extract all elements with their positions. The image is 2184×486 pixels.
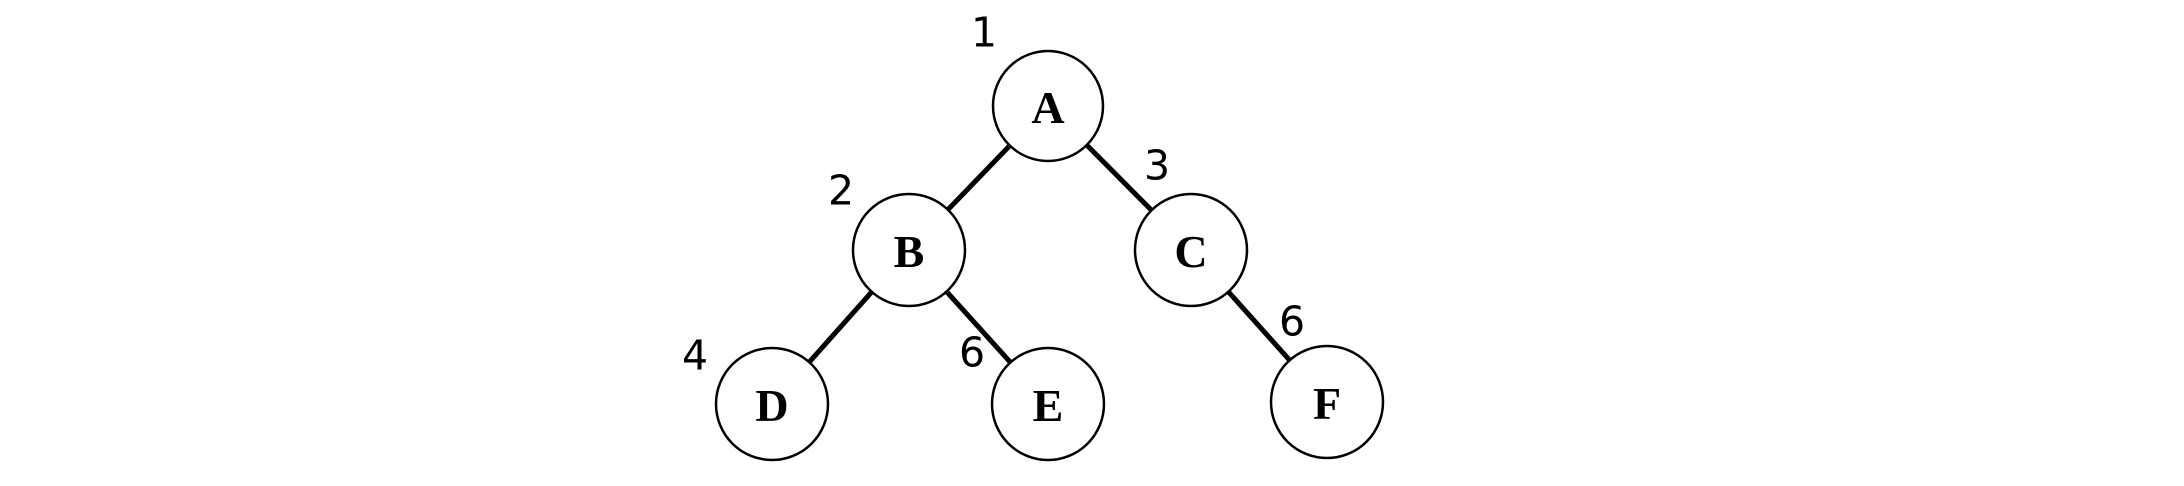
node-D-label: D (755, 380, 789, 431)
tree-nodes (714, 49, 1385, 462)
node-E-circle (990, 346, 1106, 462)
node-B-label: B (893, 226, 925, 277)
node-C-number: 3 (1143, 141, 1171, 190)
node-A-label: A (1031, 82, 1065, 133)
node-F-number: 6 (1278, 297, 1306, 346)
node-D-circle (714, 346, 830, 462)
node-C-label: C (1174, 226, 1208, 277)
node-F-circle (1269, 344, 1385, 460)
node-A-circle (991, 49, 1105, 163)
node-E-label: E (1032, 380, 1064, 431)
node-F-label: F (1312, 378, 1342, 429)
node-C-circle (1133, 192, 1249, 308)
node-A-number: 1 (970, 8, 998, 57)
node-B-circle (851, 192, 967, 308)
node-E-number: 6 (958, 328, 986, 377)
node-D-number: 4 (681, 331, 709, 380)
node-B-number: 2 (827, 166, 855, 215)
